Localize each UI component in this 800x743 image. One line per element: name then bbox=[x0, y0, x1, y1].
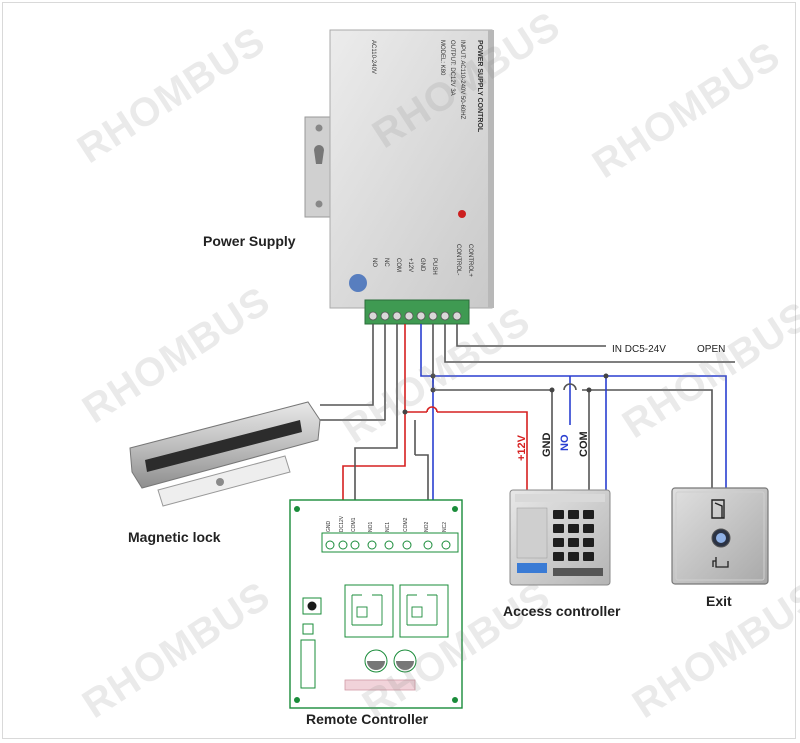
wire-gnd-blue bbox=[420, 324, 607, 490]
ps-terminal-label: PUSH bbox=[431, 258, 437, 275]
in-dc-label: IN DC5-24V bbox=[612, 344, 666, 355]
ps-model: MODEL: K80 bbox=[439, 40, 445, 76]
power-supply-body bbox=[329, 29, 493, 309]
ps-terminal-label: GND bbox=[419, 258, 425, 272]
remote-terminal-label: COM2 bbox=[403, 517, 409, 532]
wire-control-plus bbox=[456, 324, 606, 347]
magnetic-lock-armature bbox=[157, 455, 291, 507]
remote-terminal-label: NC2 bbox=[442, 521, 448, 532]
remote-terminal-label: NC1 bbox=[385, 521, 391, 532]
exit-door-icon bbox=[711, 499, 725, 519]
remote-chip bbox=[300, 639, 316, 689]
wire-control-minus bbox=[444, 324, 735, 363]
power-supply bbox=[304, 29, 494, 325]
exit-hand-icon bbox=[712, 557, 729, 568]
wire-com-remote bbox=[354, 324, 398, 545]
remote-terminal-label: NO1 bbox=[368, 521, 374, 532]
ps-terminal-label: COM bbox=[395, 258, 401, 272]
wire-lock-2 bbox=[320, 324, 386, 421]
remote-terminal-label: DC12V bbox=[339, 515, 345, 532]
remote-terminal-screws bbox=[325, 540, 451, 550]
ps-terminal-label: NC bbox=[383, 258, 389, 267]
wire-label-com: COM bbox=[578, 431, 590, 457]
power-supply-terminal-block bbox=[364, 299, 470, 325]
relay-1 bbox=[344, 584, 394, 638]
wire-label-no: NO bbox=[559, 434, 571, 452]
magnetic-lock bbox=[129, 401, 321, 507]
power-led-icon bbox=[458, 210, 466, 218]
ps-ac-side: AC110-240V bbox=[370, 40, 376, 74]
power-supply-screws bbox=[368, 311, 462, 321]
ps-title: POWER SUPPLY CONTROL bbox=[476, 40, 483, 133]
wire-label-plus12v: +12V bbox=[516, 435, 528, 461]
wire-plus12v-red bbox=[404, 324, 528, 490]
wire-push-exit bbox=[432, 324, 713, 490]
keypad bbox=[553, 510, 594, 561]
open-label: OPEN bbox=[697, 344, 726, 355]
remote-controller-board bbox=[289, 499, 463, 709]
ps-input: INPUT: AC110-240V 50-60HZ bbox=[459, 40, 465, 120]
ps-terminal-label: NO bbox=[371, 258, 377, 267]
remote-terminal-label: COM1 bbox=[351, 517, 357, 532]
ps-terminal-label: CONTROL- bbox=[455, 244, 461, 276]
power-supply-logo bbox=[349, 274, 367, 292]
ps-output: OUTPUT: DC12V 3A bbox=[449, 40, 455, 96]
ps-terminal-label: +12V bbox=[407, 258, 413, 273]
wire-label-gnd: GND bbox=[541, 432, 553, 457]
exit-label: Exit bbox=[706, 593, 732, 609]
magnetic-lock-label: Magnetic lock bbox=[128, 529, 221, 545]
remote-terminal-strip bbox=[321, 532, 459, 553]
exit-button bbox=[671, 487, 769, 585]
access-controller-label: Access controller bbox=[503, 603, 621, 619]
remote-terminal-label: NO2 bbox=[424, 521, 430, 532]
access-controller bbox=[509, 489, 611, 586]
remote-terminal-label: GND bbox=[326, 520, 332, 532]
remote-controller-label: Remote Controller bbox=[306, 711, 429, 727]
ps-terminal-label: CONTROL+ bbox=[467, 244, 473, 277]
power-supply-label: Power Supply bbox=[203, 233, 296, 249]
card-reader-area bbox=[516, 507, 548, 559]
relay-2 bbox=[399, 584, 449, 638]
wire-lock-1 bbox=[320, 324, 374, 406]
